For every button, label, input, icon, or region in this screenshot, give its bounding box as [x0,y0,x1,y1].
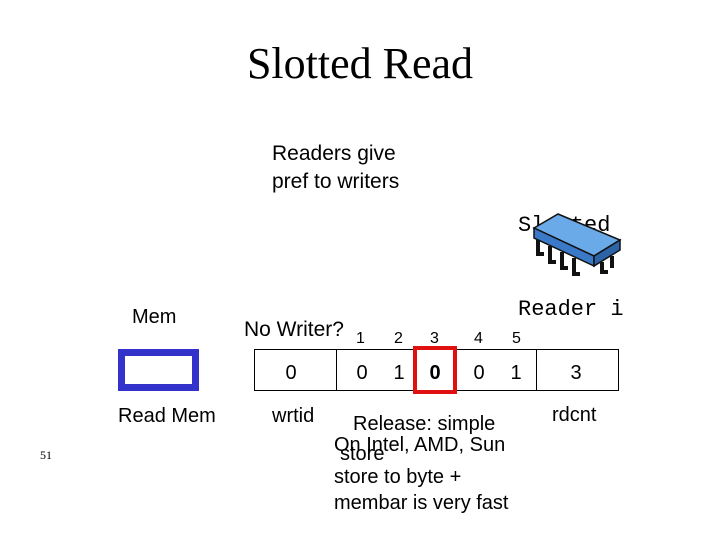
array-divider [336,349,337,391]
mem-box [118,349,199,391]
slot-cell-3: 0 [429,362,441,384]
slot-cell-2: 1 [393,362,405,384]
wrtid-label: wrtid [272,405,315,427]
no-writer-label: No Writer? [244,318,344,341]
rdcnt-label: rdcnt [552,404,597,426]
wrtid-cell: 0 [285,362,297,384]
slot-cell-4: 0 [473,362,485,384]
store-text: store [340,443,385,465]
slot-cell-1: 0 [356,362,368,384]
chip-icon [532,213,622,276]
slot-index-4: 4 [474,330,483,347]
current-slot-highlight [413,346,457,394]
store-to-byte-text: store to byte + [334,466,462,488]
slot-index-3: 3 [430,330,439,347]
slide-title: Slotted Read [246,39,474,88]
release-text: Release: simple [353,413,496,435]
mem-label: Mem [132,306,177,328]
note-line-2: pref to writers [272,170,400,193]
slot-cell-5: 1 [510,362,522,384]
read-mem-array [254,349,619,391]
intel-text: On Intel, AMD, Sun [334,434,506,456]
rdcnt-cell: 3 [570,362,582,384]
array-divider [536,349,537,391]
readers-pref-note: Readers give pref to writers [272,140,399,196]
membar-text: membar is very fast [334,492,509,514]
slot-index-1: 1 [356,330,365,347]
note-line-1: Readers give [272,142,396,165]
read-mem-label: Read Mem [118,405,216,427]
slide-number: 51 [40,448,52,462]
slotted-reader-line-2: Reader i [518,297,624,322]
slot-index-5: 5 [512,330,521,347]
slot-index-2: 2 [394,330,403,347]
